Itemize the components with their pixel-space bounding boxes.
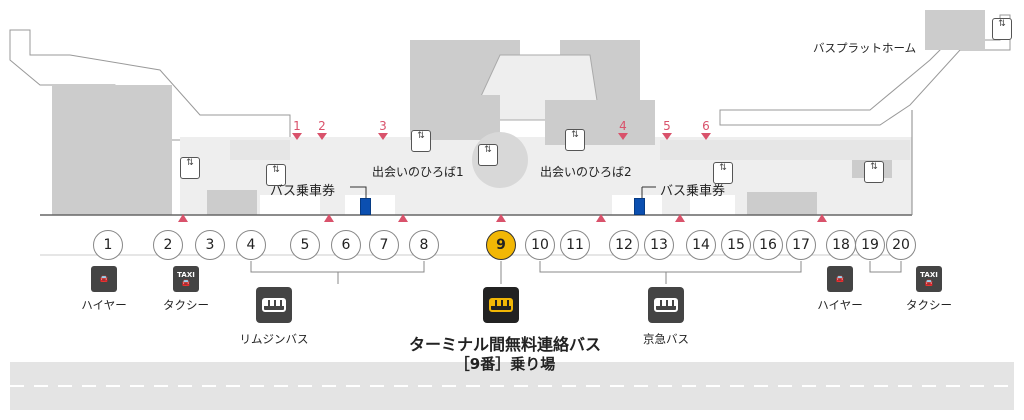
hire-label-left: ハイヤー [81,298,127,312]
stop-3[interactable]: 3 [195,230,225,260]
stop-9-active[interactable]: 9 [486,230,516,260]
door-4: 4 [618,120,628,140]
escalator-icon: ⇅ [864,161,884,183]
door-5: 5 [662,120,672,140]
stop-13[interactable]: 13 [644,230,674,260]
bus-platform-label: バスプラットホーム [813,41,917,55]
stop-17[interactable]: 17 [786,230,816,260]
keikyu-bus-icon [648,287,684,323]
door-6: 6 [701,120,711,140]
stop-1[interactable]: 1 [93,230,123,260]
ticket-label-1: バス乗車券 [270,184,336,199]
ticket-machine-2 [634,198,645,215]
taxi-label-left: タクシー [163,298,209,312]
escalator-icon: ⇅ [180,157,200,179]
stop-16[interactable]: 16 [753,230,783,260]
taxi-label-right: タクシー [906,298,952,312]
taxi-icon: TAXI🚘 [916,266,942,292]
escalator-icon: ⇅ [713,162,733,184]
door-3: 3 [378,120,388,140]
stop-11[interactable]: 11 [560,230,590,260]
stop-10[interactable]: 10 [525,230,555,260]
hall-label-2: 出会いのひろば2 [540,165,632,179]
hire-label-right: ハイヤー [817,298,863,312]
entrance-marker [496,214,506,222]
limousine-bus-icon [256,287,292,323]
entrance-marker [675,214,685,222]
free-shuttle-subtitle: ［9番］乗り場 [454,355,556,373]
stop-14[interactable]: 14 [686,230,716,260]
stop-15[interactable]: 15 [721,230,751,260]
escalator-icon: ⇅ [266,164,286,186]
escalator-icon: ⇅ [478,144,498,166]
escalator-icon: ⇅ [992,18,1012,40]
entrance-marker [324,214,334,222]
ticket-label-2: バス乗車券 [660,184,726,199]
stop-6[interactable]: 6 [331,230,361,260]
entrance-marker [596,214,606,222]
taxi-icon: TAXI🚘 [173,266,199,292]
stop-19[interactable]: 19 [855,230,885,260]
stop-5[interactable]: 5 [290,230,320,260]
escalator-icon: ⇅ [411,130,431,152]
car-icon: 🚘 [827,266,853,292]
ticket-machine-1 [360,198,371,215]
entrance-marker [178,214,188,222]
keikyu-bus-label: 京急バス [643,332,689,346]
limousine-bus-label: リムジンバス [239,332,309,346]
entrance-marker [817,214,827,222]
stop-8[interactable]: 8 [409,230,439,260]
escalator-icon: ⇅ [565,129,585,151]
stop-18[interactable]: 18 [826,230,856,260]
door-2: 2 [317,120,327,140]
hall-label-1: 出会いのひろば1 [372,165,464,179]
stop-2[interactable]: 2 [153,230,183,260]
door-1: 1 [292,120,302,140]
entrance-marker [398,214,408,222]
free-shuttle-bus-icon [483,287,519,323]
stop-12[interactable]: 12 [609,230,639,260]
stop-7[interactable]: 7 [369,230,399,260]
free-shuttle-title: ターミナル間無料連絡バス [408,335,602,354]
stop-20[interactable]: 20 [886,230,916,260]
stop-4[interactable]: 4 [236,230,266,260]
car-icon: 🚘 [91,266,117,292]
